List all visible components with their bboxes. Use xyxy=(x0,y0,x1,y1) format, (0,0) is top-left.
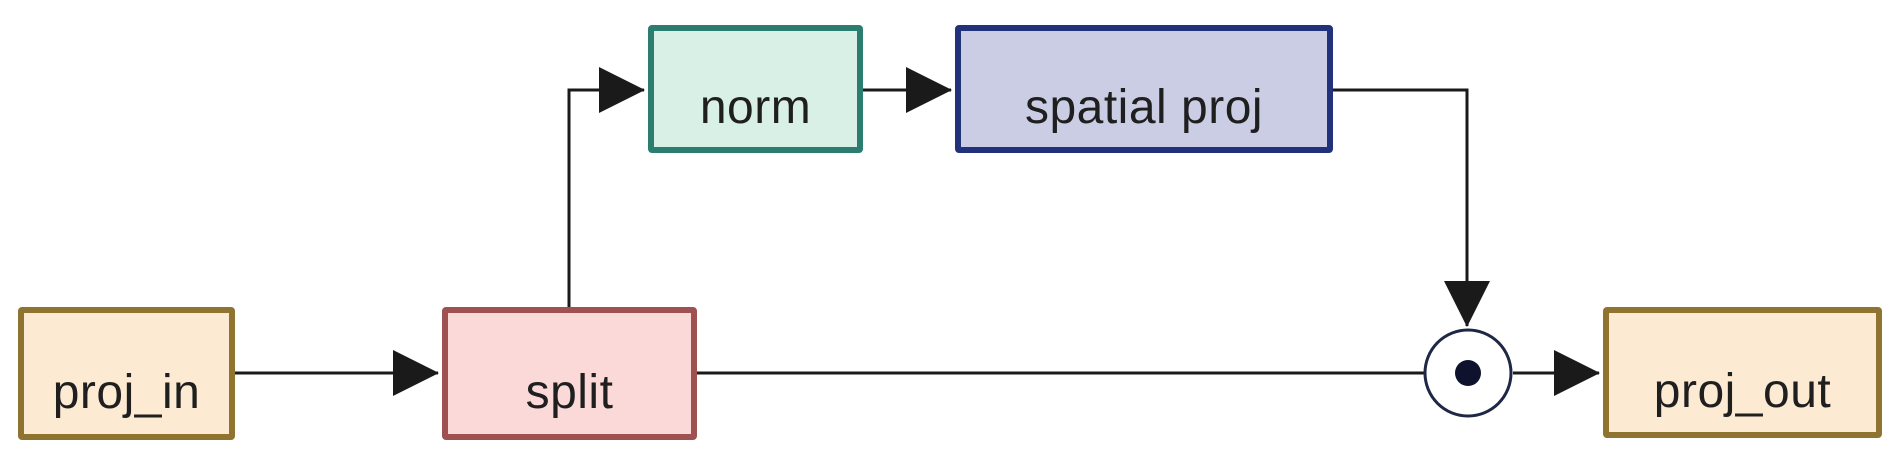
elementwise-multiply-icon xyxy=(1423,328,1513,418)
node-norm-label: norm xyxy=(699,81,812,134)
multiply-dot xyxy=(1455,360,1481,386)
node-proj-in: proj_in xyxy=(18,307,235,440)
edge-split-to-norm xyxy=(567,67,645,307)
node-spatial-proj: spatial proj xyxy=(955,25,1333,153)
node-norm: norm xyxy=(648,25,863,153)
node-split-label: split xyxy=(525,365,614,419)
node-split: split xyxy=(442,307,697,440)
node-spatial-proj-label: spatial proj xyxy=(1024,81,1264,134)
node-proj-out: proj_out xyxy=(1603,307,1882,438)
node-proj-out-label: proj_out xyxy=(1653,364,1832,418)
node-proj-in-label: proj_in xyxy=(52,365,201,419)
edge-spatial-proj-to-multiply xyxy=(1333,88,1490,327)
